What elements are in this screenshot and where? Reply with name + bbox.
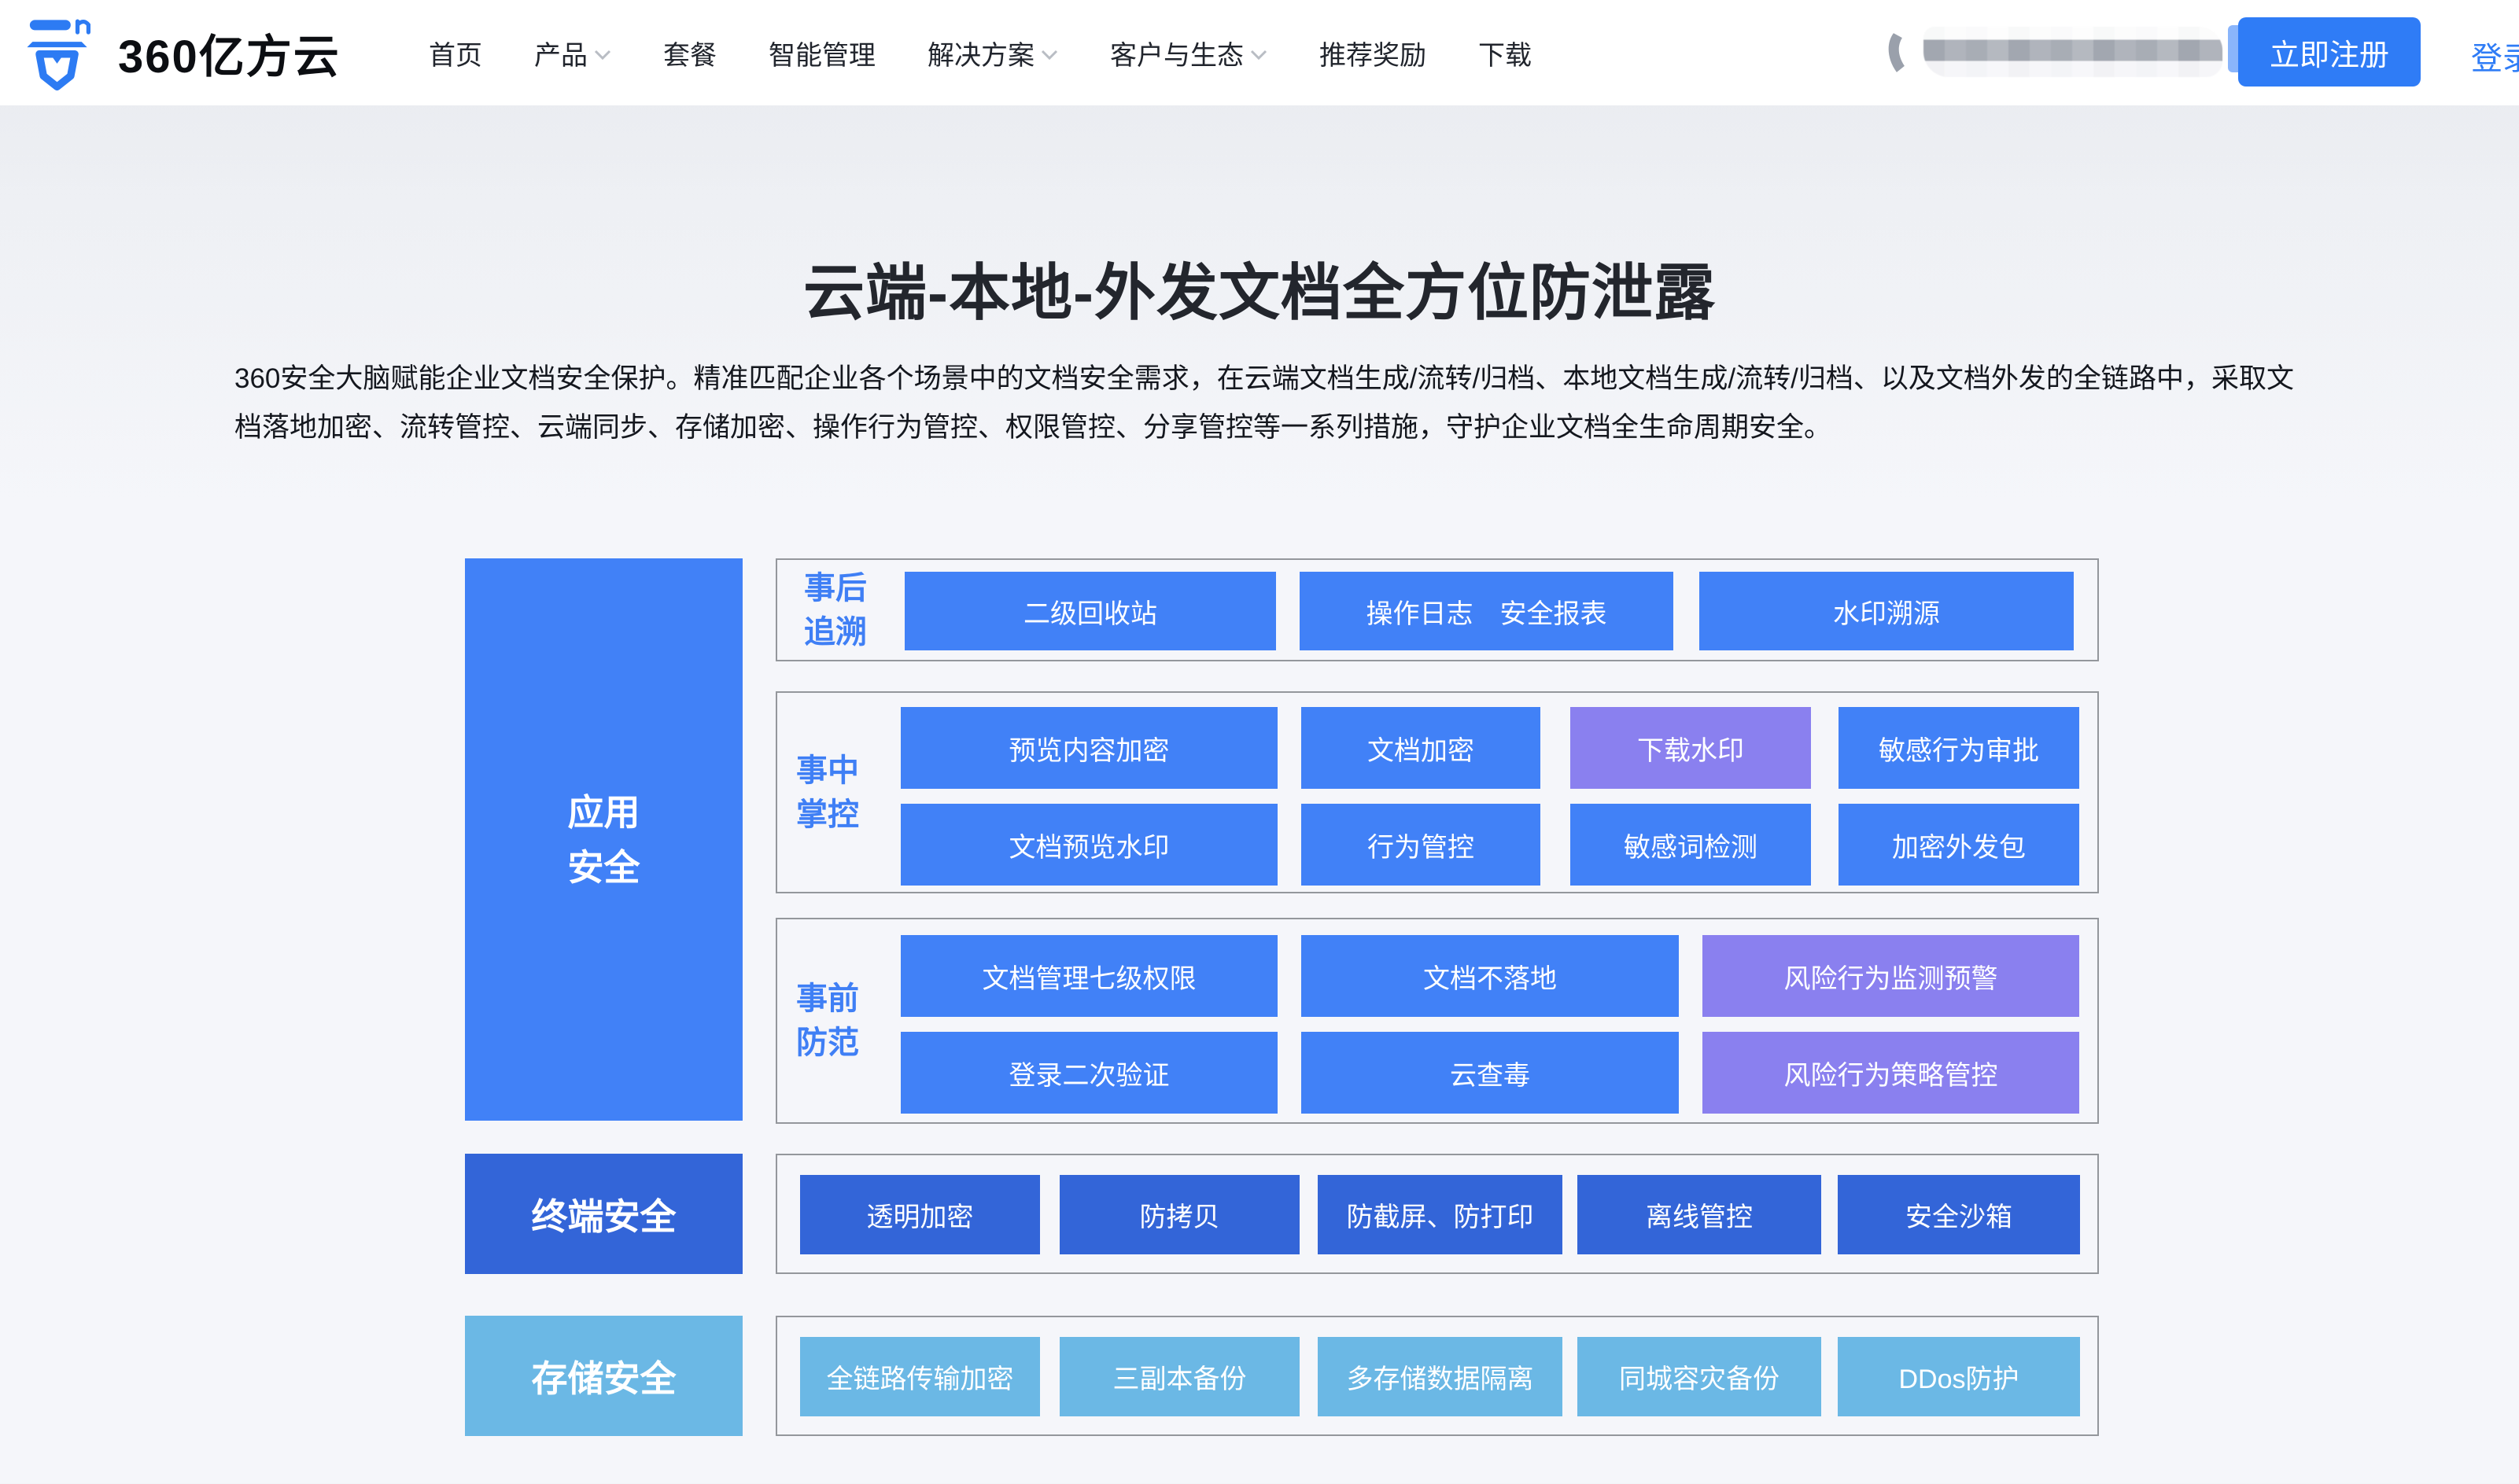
category-label: 存储安全 (531, 1357, 677, 1399)
feature-chip: 二级回收站 (905, 572, 1276, 650)
feature-chip: 透明加密 (800, 1175, 1040, 1254)
register-button[interactable]: 立即注册 (2238, 17, 2421, 87)
login-link[interactable]: 登录 (2471, 42, 2519, 76)
top-navigation-bar: 360亿方云 首页 产品 套餐 智能管理 解决方案 客户与生态 (0, 0, 2519, 105)
contact-phone-blurred (1884, 22, 2222, 82)
nav-item-home[interactable]: 首页 (429, 34, 482, 72)
feature-chip: 预览内容加密 (901, 707, 1278, 789)
feature-chip: 防截屏、防打印 (1318, 1175, 1562, 1254)
nav-label: 解决方案 (928, 40, 1035, 71)
logo-text: 360亿方云 (118, 31, 341, 83)
nav-label: 智能管理 (769, 40, 876, 71)
chevron-down-icon (1250, 50, 1267, 61)
logo-icon (19, 12, 101, 94)
nav-item-customers-ecosystem[interactable]: 客户与生态 (1110, 34, 1267, 72)
feature-chip: 多存储数据隔离 (1318, 1337, 1562, 1416)
security-architecture-diagram: 应用安全 终端安全 存储安全 事后追溯 二级回收站 操作日志 安全报表 水印溯源… (465, 558, 2099, 1447)
feature-chip: 敏感行为审批 (1839, 707, 2079, 789)
feature-chip: 同城容灾备份 (1577, 1337, 1821, 1416)
nav-label: 套餐 (663, 40, 717, 71)
feature-chip: 云查毒 (1301, 1032, 1679, 1114)
nav-label: 下载 (1478, 40, 1532, 71)
page-title: 云端-本地-外发文档全方位防泄露 (803, 258, 1716, 328)
feature-chip: 安全沙箱 (1838, 1175, 2080, 1254)
feature-chip: 三副本备份 (1060, 1337, 1300, 1416)
main-nav: 首页 产品 套餐 智能管理 解决方案 客户与生态 推荐奖励 (429, 0, 1532, 105)
group-label: 事后追溯 (804, 570, 867, 650)
group-label: 事前防范 (796, 981, 859, 1060)
category-label: 应用安全 (567, 791, 640, 888)
group-label: 事中掌控 (796, 753, 859, 832)
nav-item-smart-management[interactable]: 智能管理 (769, 34, 876, 72)
nav-label: 推荐奖励 (1319, 40, 1426, 71)
feature-chip: 风险行为策略管控 (1702, 1032, 2079, 1114)
group-storage-security-features: 全链路传输加密 三副本备份 多存储数据隔离 同城容灾备份 DDos防护 (776, 1316, 2099, 1436)
group-terminal-security-features: 透明加密 防拷贝 防截屏、防打印 离线管控 安全沙箱 (776, 1154, 2099, 1274)
feature-chip: 水印溯源 (1699, 572, 2074, 650)
nav-label: 首页 (429, 40, 482, 71)
feature-chip: 全链路传输加密 (800, 1337, 1040, 1416)
feature-chip: 登录二次验证 (901, 1032, 1278, 1114)
nav-label: 产品 (534, 40, 588, 71)
nav-item-products[interactable]: 产品 (534, 34, 611, 72)
nav-item-referral-rewards[interactable]: 推荐奖励 (1319, 34, 1426, 72)
nav-label: 客户与生态 (1110, 40, 1244, 71)
feature-chip: 操作日志 安全报表 (1300, 572, 1673, 650)
feature-chip: 文档不落地 (1301, 935, 1679, 1017)
feature-chip: 离线管控 (1577, 1175, 1821, 1254)
page-description: 360安全大脑赋能企业文档安全保护。精准匹配企业各个场景中的文档安全需求，在云端… (234, 363, 2294, 443)
feature-chip: DDos防护 (1838, 1337, 2080, 1416)
feature-chip: 文档管理七级权限 (901, 935, 1278, 1017)
group-after-event-tracing: 事后追溯 二级回收站 操作日志 安全报表 水印溯源 (776, 558, 2099, 661)
feature-chip: 敏感词检测 (1570, 804, 1811, 886)
nav-item-download[interactable]: 下载 (1478, 34, 1532, 72)
category-terminal-security: 终端安全 (465, 1154, 743, 1274)
feature-chip: 风险行为监测预警 (1702, 935, 2079, 1017)
category-storage-security: 存储安全 (465, 1316, 743, 1436)
phone-number-mosaic (1923, 27, 2222, 77)
nav-item-solutions[interactable]: 解决方案 (928, 34, 1058, 72)
logo[interactable]: 360亿方云 (19, 0, 341, 105)
feature-chip: 行为管控 (1301, 804, 1540, 886)
feature-chip: 防拷贝 (1060, 1175, 1300, 1254)
feature-chip: 文档预览水印 (901, 804, 1278, 886)
chevron-down-icon (1041, 50, 1058, 61)
category-label: 终端安全 (531, 1195, 677, 1237)
nav-item-plans[interactable]: 套餐 (663, 34, 717, 72)
chevron-down-icon (594, 50, 611, 61)
feature-chip: 下载水印 (1570, 707, 1811, 789)
category-application-security: 应用安全 (465, 558, 743, 1121)
feature-chip: 加密外发包 (1839, 804, 2079, 886)
group-pre-event-prevention: 事前防范 文档管理七级权限 文档不落地 风险行为监测预警 登录二次验证 云查毒 … (776, 918, 2099, 1124)
phone-icon (1888, 33, 1905, 72)
feature-chip: 文档加密 (1301, 707, 1540, 789)
group-in-process-control: 事中掌控 预览内容加密 文档加密 下载水印 敏感行为审批 文档预览水印 行为管控… (776, 691, 2099, 893)
